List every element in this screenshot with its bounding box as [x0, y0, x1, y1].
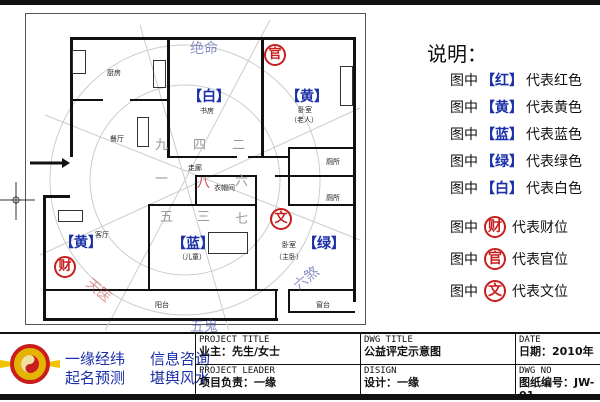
project-title: 业主：先生/女士 — [199, 345, 281, 358]
grid-7: 七 — [235, 212, 249, 227]
tag-elder: 【黄】 — [286, 89, 328, 105]
project-title-caption: PROJECT TITLE — [199, 335, 270, 345]
date-caption: DATE — [519, 335, 541, 345]
dwg-title: 公益评定示意图 — [364, 345, 441, 358]
seal-official: 官 — [264, 44, 286, 66]
drawing-frame — [25, 13, 366, 325]
seal-literary: 文 — [270, 208, 292, 230]
room-elder-sub: （老人） — [290, 116, 318, 124]
star-bottom: 五鬼 — [190, 319, 218, 335]
project-leader-caption: PROJECT LEADER — [199, 366, 275, 376]
room-closet: 衣帽间 — [214, 184, 235, 192]
room-master-sub: （主卧） — [275, 253, 303, 261]
dwg-title-caption: DWG TITLE — [364, 335, 413, 345]
legend-title: 说明： — [427, 42, 487, 66]
tag-living: 【黄】 — [60, 235, 102, 251]
project-leader: 项目负责：一缘 — [199, 376, 276, 389]
grid-9: 九 — [155, 138, 169, 153]
grid-1: 一 — [155, 172, 169, 187]
legend-green: 图中【绿】代表绿色 — [450, 154, 582, 170]
literary-seal-icon: 文 — [484, 280, 506, 302]
top-border — [0, 0, 600, 5]
room-study: 书房 — [200, 107, 214, 115]
grid-6: 六 — [235, 174, 249, 189]
logo-icon — [0, 344, 60, 384]
grid-2: 二 — [232, 138, 246, 153]
room-dining: 餐厅 — [110, 135, 124, 143]
tag-children: 【蓝】 — [172, 236, 214, 252]
date: 日期：2010年 — [519, 345, 594, 358]
slogan-3: 起名预测 — [65, 369, 126, 387]
compass-overlay — [0, 19, 361, 330]
grid-5: 五 — [160, 210, 174, 225]
grid-4: 四 — [193, 138, 207, 153]
room-toilet-2: 厕所 — [326, 194, 340, 202]
tag-master: 【绿】 — [303, 236, 345, 252]
room-balcony: 阳台 — [155, 301, 169, 309]
legend-white: 图中【白】代表白色 — [450, 181, 582, 197]
legend-official: 图中官代表官位 — [450, 248, 568, 270]
star-top: 绝命 — [190, 41, 218, 57]
room-corridor: 走廊 — [188, 164, 202, 172]
seal-wealth: 财 — [54, 256, 76, 278]
legend-literary: 图中文代表文位 — [450, 280, 568, 302]
room-toilet-1: 厕所 — [326, 158, 340, 166]
grid-3: 三 — [197, 210, 211, 225]
legend-yellow: 图中【黄】代表黄色 — [450, 100, 582, 116]
room-master: 卧室 — [282, 241, 296, 249]
design-caption: DISIGN — [364, 366, 397, 376]
legend-wealth: 图中财代表财位 — [450, 216, 568, 238]
slogan-1: 一缘经纬 — [65, 350, 126, 368]
room-kitchen: 厨房 — [107, 69, 121, 77]
wealth-seal-icon: 财 — [484, 216, 506, 238]
design: 设计：一缘 — [364, 376, 419, 389]
room-living: 客厅 — [95, 231, 109, 239]
legend-red: 图中【红】代表红色 — [450, 73, 582, 89]
room-elder-bedroom: 卧室 — [298, 106, 312, 114]
room-children: （儿童） — [178, 253, 206, 261]
tag-study: 【白】 — [188, 89, 230, 105]
floor-plan: 厨房 餐厅 书房 卧室 （老人） 走廊 衣帽间 厕所 厕所 客厅 （儿童） 卧室… — [0, 13, 366, 335]
grid-8: 八 — [197, 176, 211, 191]
official-seal-icon: 官 — [484, 248, 506, 270]
room-window: 窗台 — [316, 301, 330, 309]
dwg-no-caption: DWG NO — [519, 366, 552, 376]
legend-blue: 图中【蓝】代表蓝色 — [450, 127, 582, 143]
dwg-no: 图纸编号：JW-01 — [519, 376, 595, 402]
